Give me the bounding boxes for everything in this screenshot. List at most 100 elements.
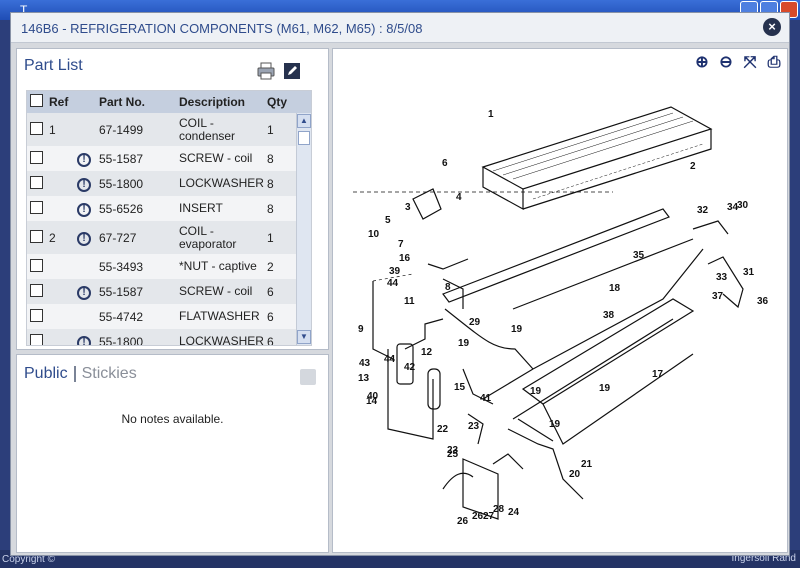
callout-label[interactable]: 41: [480, 393, 492, 404]
callout-label[interactable]: 24: [508, 507, 520, 518]
callout-label[interactable]: 37: [712, 291, 724, 302]
tab-stickies[interactable]: Stickies: [81, 365, 137, 382]
row-checkbox[interactable]: [30, 258, 43, 272]
callout-label[interactable]: 25: [447, 449, 459, 460]
row-part-no[interactable]: 67-727: [99, 230, 137, 245]
row-part-no[interactable]: 55-1800: [99, 334, 144, 346]
print-diagram-icon[interactable]: ⎙: [767, 54, 781, 71]
callout-label[interactable]: 38: [603, 310, 615, 321]
callout-label[interactable]: 22: [437, 424, 449, 435]
table-scrollbar[interactable]: ▲ ▼: [296, 113, 311, 345]
row-checkbox[interactable]: [30, 283, 43, 297]
row-part-no[interactable]: 55-1587: [99, 151, 144, 166]
row-part-no[interactable]: 55-1800: [99, 176, 144, 191]
callout-label[interactable]: 28: [493, 504, 505, 515]
callout-label[interactable]: 8: [445, 282, 451, 293]
row-checkbox[interactable]: [30, 333, 43, 345]
callout-label[interactable]: 16: [399, 253, 411, 264]
callout-label[interactable]: 36: [757, 296, 769, 307]
callout-label[interactable]: 19: [549, 419, 561, 430]
row-checkbox[interactable]: [30, 121, 43, 135]
column-ref[interactable]: Ref: [49, 95, 69, 109]
exploded-view-diagram[interactable]: 1234567891011121314151617181919191919202…: [333, 49, 789, 554]
edit-icon[interactable]: [283, 62, 301, 80]
callout-label[interactable]: 11: [404, 296, 415, 307]
callout-label[interactable]: 30: [737, 200, 749, 211]
callout-label[interactable]: 34: [727, 202, 739, 213]
callout-label[interactable]: 26: [457, 516, 469, 527]
warning-icon[interactable]: !: [77, 285, 91, 300]
callout-label[interactable]: 7: [398, 239, 404, 250]
callout-label[interactable]: 4: [456, 192, 462, 203]
callout-label[interactable]: 10: [368, 229, 380, 240]
scroll-thumb[interactable]: [298, 131, 310, 145]
row-checkbox[interactable]: [30, 229, 43, 243]
row-checkbox[interactable]: [30, 175, 43, 189]
scroll-down-button[interactable]: ▼: [297, 330, 311, 344]
column-qty[interactable]: Qty: [267, 95, 288, 109]
callout-label[interactable]: 13: [358, 373, 370, 384]
callout-label[interactable]: 33: [716, 272, 728, 283]
row-part-no[interactable]: 55-3493: [99, 259, 144, 274]
callout-label[interactable]: 29: [469, 317, 481, 328]
callout-label[interactable]: 12: [421, 347, 433, 358]
row-part-no[interactable]: 55-1587: [99, 284, 144, 299]
callout-label[interactable]: 35: [633, 250, 645, 261]
warning-icon[interactable]: !: [77, 152, 91, 167]
close-button[interactable]: ×: [763, 18, 781, 36]
warning-icon[interactable]: !: [77, 335, 91, 345]
callout-label[interactable]: 27: [483, 511, 495, 522]
callout-label[interactable]: 21: [581, 459, 593, 470]
callout-label[interactable]: 32: [697, 205, 709, 216]
callout-label[interactable]: 39: [389, 266, 401, 277]
row-part-no[interactable]: 55-4742: [99, 309, 144, 324]
callout-label[interactable]: 19: [599, 383, 611, 394]
callout-label[interactable]: 40: [367, 391, 379, 402]
callout-label[interactable]: 5: [385, 215, 391, 226]
callout-label[interactable]: 15: [454, 382, 466, 393]
print-icon[interactable]: [257, 62, 275, 80]
row-part-no[interactable]: 67-1499: [99, 122, 144, 137]
select-all-checkbox[interactable]: [30, 94, 43, 107]
zoom-out-icon[interactable]: ⊖: [719, 54, 733, 71]
row-checkbox[interactable]: [30, 150, 43, 164]
callout-label[interactable]: 19: [511, 324, 523, 335]
callout-label[interactable]: 18: [609, 283, 621, 294]
scroll-up-button[interactable]: ▲: [297, 114, 311, 128]
row-part-no[interactable]: 55-6526: [99, 201, 144, 216]
row-checkbox[interactable]: [30, 308, 43, 322]
callout-label[interactable]: 26: [472, 511, 484, 522]
callout-label[interactable]: 43: [359, 358, 371, 369]
warning-icon[interactable]: !: [77, 177, 91, 192]
callout-label[interactable]: 3: [405, 202, 411, 213]
add-note-icon[interactable]: [300, 369, 316, 385]
callout-label[interactable]: 19: [458, 338, 470, 349]
callout-label[interactable]: 44: [384, 354, 396, 365]
callout-label[interactable]: 2: [690, 161, 696, 172]
tab-public[interactable]: Public: [24, 365, 68, 382]
fit-to-window-icon[interactable]: ⤧: [743, 54, 757, 71]
callout-label[interactable]: 17: [652, 369, 664, 380]
column-part-no[interactable]: Part No.: [99, 95, 146, 109]
callout-label[interactable]: 44: [387, 278, 399, 289]
callout-label[interactable]: 23: [468, 421, 480, 432]
callout-label[interactable]: 19: [530, 386, 542, 397]
callout-label[interactable]: 14: [366, 396, 378, 407]
row-checkbox[interactable]: [30, 200, 43, 214]
column-description[interactable]: Description: [179, 94, 246, 109]
callout-label[interactable]: 31: [743, 267, 755, 278]
callout-label[interactable]: 6: [442, 158, 448, 169]
callout-label[interactable]: 9: [358, 324, 364, 335]
warning-icon[interactable]: !: [77, 202, 91, 217]
warning-icon[interactable]: !: [77, 231, 91, 246]
callout-label[interactable]: 20: [569, 469, 581, 480]
callout-label[interactable]: 23: [447, 445, 459, 456]
callout-label[interactable]: 42: [404, 362, 416, 373]
